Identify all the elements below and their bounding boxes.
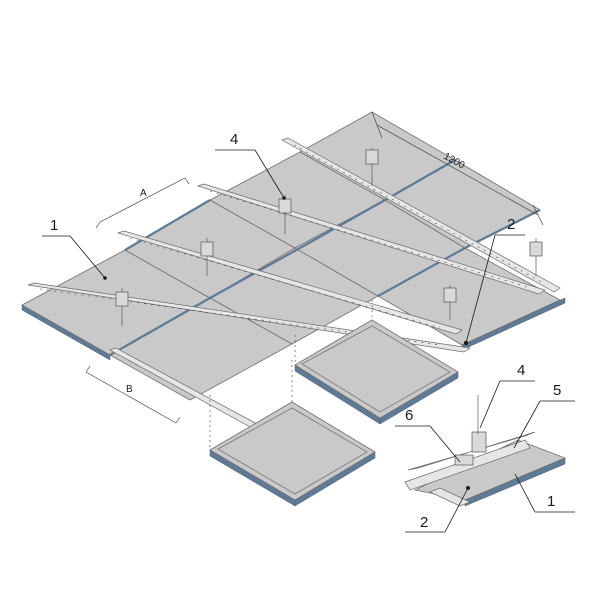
removed-panel-left [209,360,376,507]
detail-callout-5-label: 5 [553,382,561,399]
dimension-b: B [85,365,181,424]
hanger-rod [200,238,214,276]
hanger-rod [365,148,379,186]
dimension-a-label: A [140,188,147,199]
dimension-b-label: B [126,384,133,395]
callout-1-main: 1 [42,217,107,280]
hanger-rod [443,285,457,320]
callout-2-main: 2 [463,216,525,346]
main-runner [116,230,463,335]
dimension-a: A [95,177,190,229]
detail-callout-4-label: 4 [517,362,525,379]
callout-1-label: 1 [50,217,58,234]
detail-callout-1-label: 1 [547,493,555,510]
removed-panel-right [294,300,459,425]
detail-callout-6-label: 6 [405,407,413,424]
hanger-rod [529,238,543,276]
callout-4-label: 4 [230,131,238,148]
callout-4-main: 4 [215,131,286,200]
callout-detail: 4 5 6 1 2 [395,362,575,533]
connection-detail [404,395,567,507]
hanger-rod [115,288,129,326]
callout-2-label: 2 [507,216,515,233]
detail-callout-2-label: 2 [420,514,428,531]
